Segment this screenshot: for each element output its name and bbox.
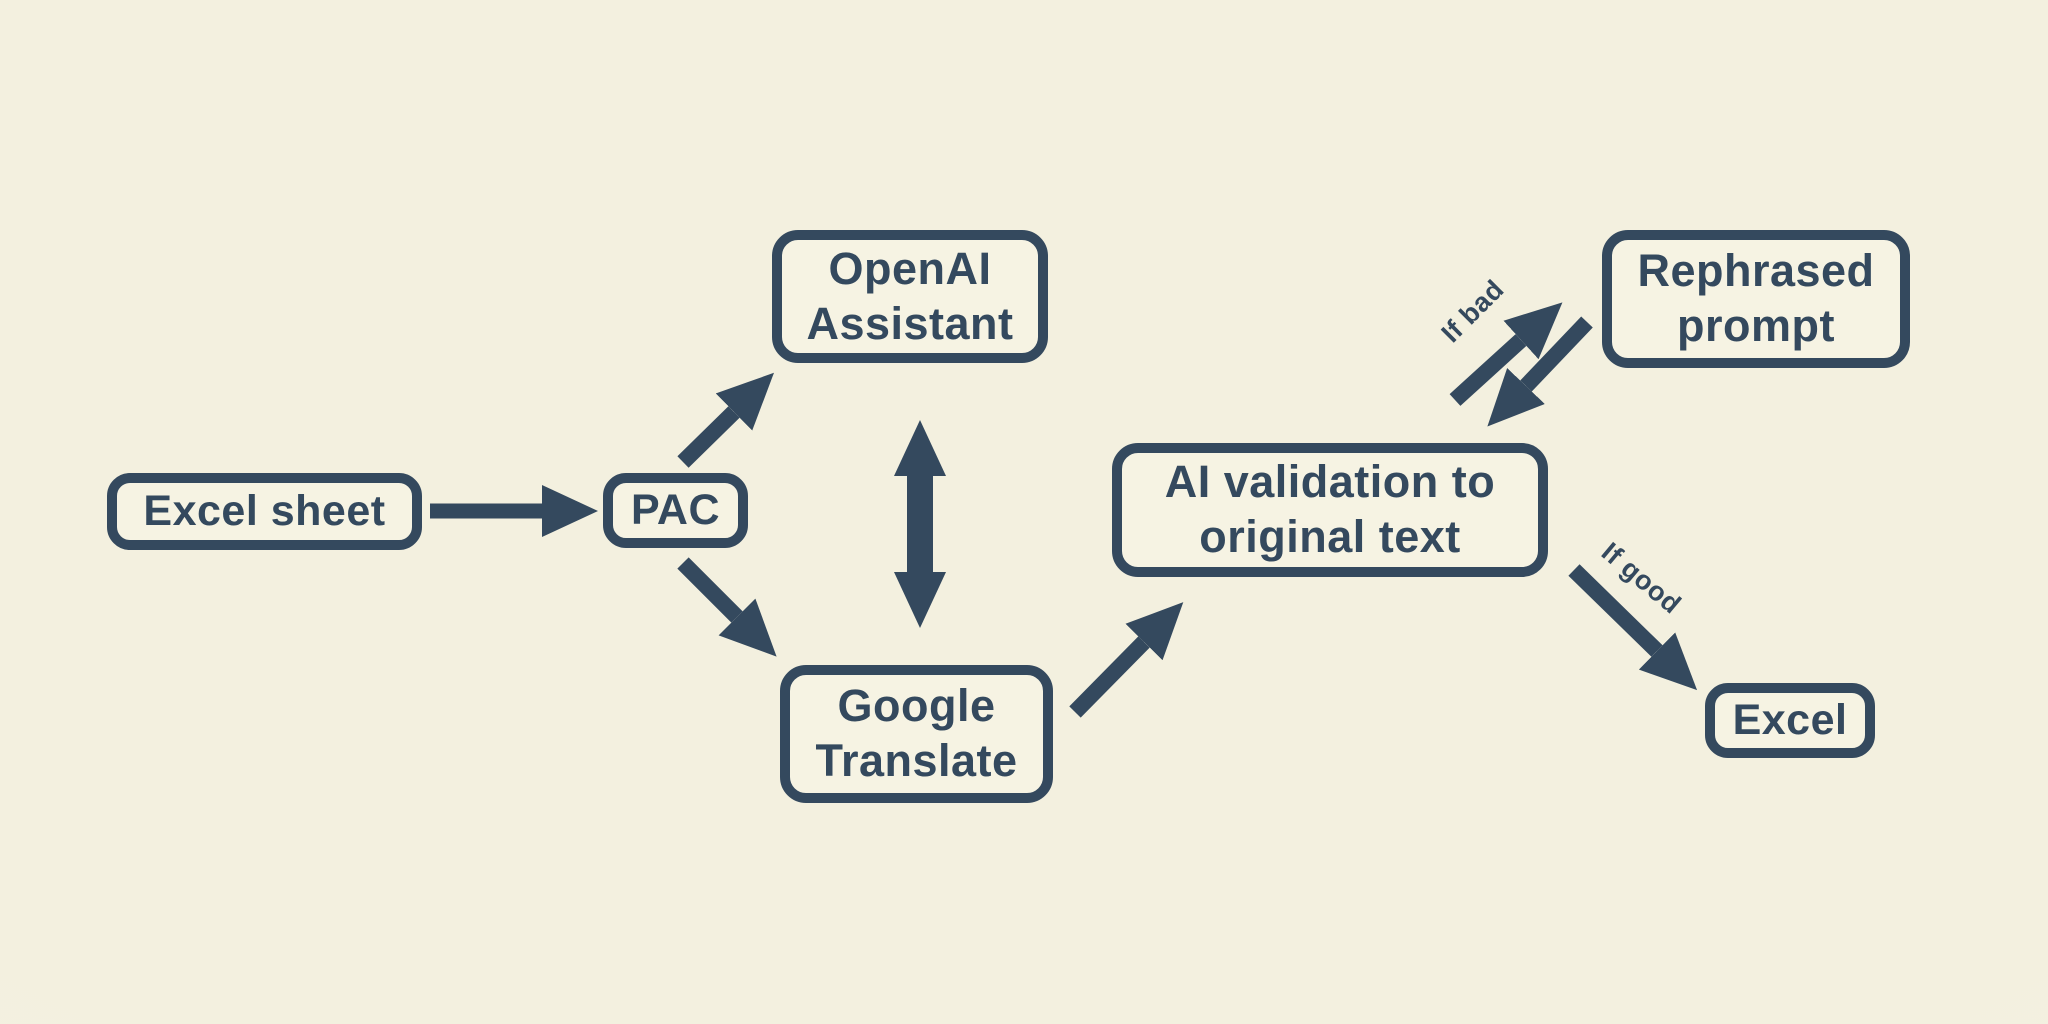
arrow-pac-to-openai-assistant bbox=[677, 372, 774, 468]
node-openai-assistant: OpenAI Assistant bbox=[772, 230, 1048, 363]
node-pac: PAC bbox=[603, 473, 748, 548]
node-excel: Excel bbox=[1705, 683, 1875, 758]
node-google-translate: Google Translate bbox=[780, 665, 1053, 803]
arrow-ai-validation-to-excel bbox=[1568, 564, 1698, 691]
node-openai-assistant-label: OpenAI Assistant bbox=[806, 242, 1014, 349]
node-excel-sheet: Excel sheet bbox=[107, 473, 422, 550]
arrow-google-translate-to-ai-validation bbox=[1069, 602, 1184, 718]
arrow-ai-validation-to-rephrased-prompt bbox=[1449, 302, 1563, 406]
node-rephrased-prompt-label: Rephrased prompt bbox=[1637, 245, 1875, 351]
node-google-translate-label: Google Translate bbox=[815, 680, 1018, 786]
node-excel-sheet-label: Excel sheet bbox=[143, 487, 386, 536]
node-ai-validation: AI validation to original text bbox=[1112, 443, 1548, 577]
node-pac-label: PAC bbox=[630, 486, 721, 535]
node-rephrased-prompt: Rephrased prompt bbox=[1602, 230, 1910, 368]
arrow-pac-to-google-translate bbox=[677, 557, 777, 657]
node-excel-label: Excel bbox=[1732, 696, 1848, 745]
node-ai-validation-label: AI validation to original text bbox=[1164, 456, 1496, 562]
arrow-rephrased-prompt-to-ai-validation bbox=[1487, 316, 1593, 427]
